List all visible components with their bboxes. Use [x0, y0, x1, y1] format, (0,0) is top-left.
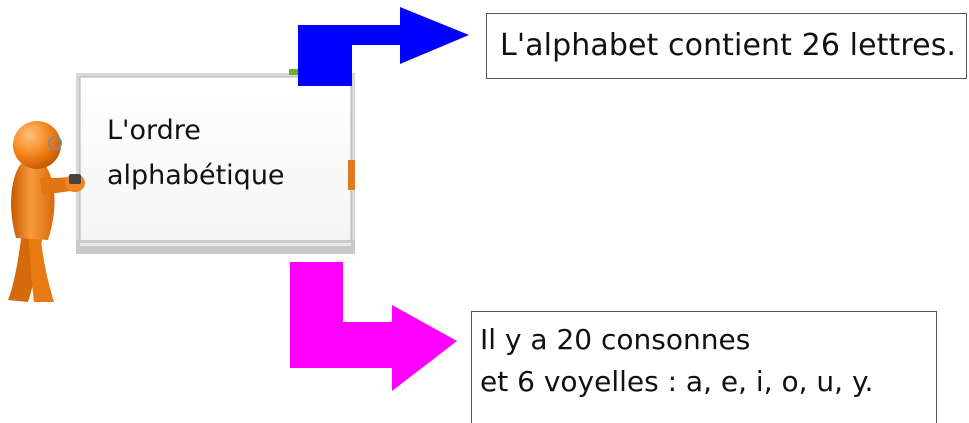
whiteboard-title: L'ordre alphabétique: [107, 108, 327, 198]
teacher-front-leg: [28, 228, 54, 302]
teacher-body: [11, 159, 55, 240]
whiteboard-tray-highlight: [80, 243, 351, 246]
magenta-arrow: [290, 262, 457, 391]
teacher-figure: [8, 121, 85, 302]
whiteboard-title-line-2: alphabétique: [107, 160, 285, 191]
whiteboard-title-line-1: L'ordre: [107, 115, 201, 146]
orange-marker: [348, 160, 355, 190]
green-marker: [289, 69, 301, 75]
marker-in-hand: [69, 174, 81, 184]
alphabet-fact-box: L'alphabet contient 26 lettres.: [486, 13, 967, 79]
consonants-vowels-box: Il y a 20 consonnes et 6 voyelles : a, e…: [471, 311, 937, 423]
alphabet-fact-text: L'alphabet contient 26 lettres.: [500, 28, 957, 63]
whiteboard-surface: [79, 76, 352, 249]
whiteboard-tray: [76, 240, 355, 254]
glasses-icon: [48, 136, 62, 150]
teacher-head: [13, 121, 61, 169]
whiteboard: [76, 69, 355, 254]
vowels-text: et 6 voyelles : a, e, i, o, u, y.: [480, 365, 874, 398]
blue-arrow: [298, 7, 469, 86]
consonants-text: Il y a 20 consonnes: [480, 323, 751, 356]
